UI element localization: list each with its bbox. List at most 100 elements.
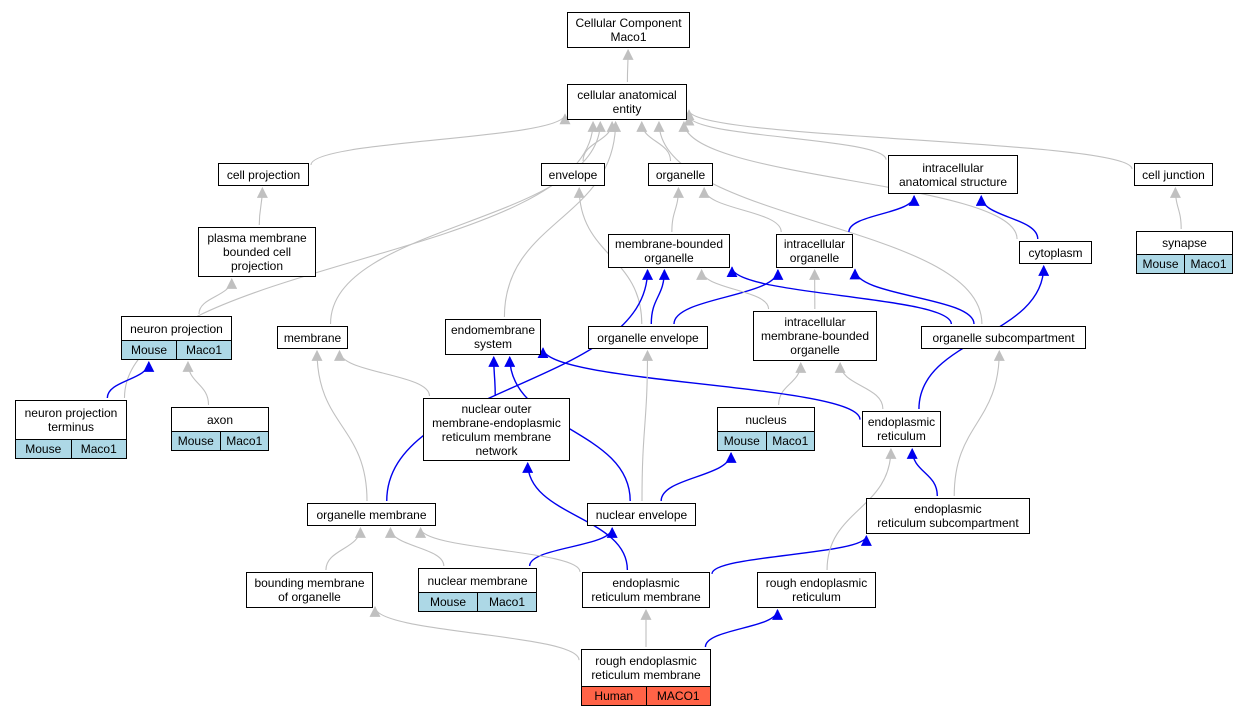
gene-label: Maco1 bbox=[176, 341, 231, 359]
term-label: plasma membrane bounded cell projection bbox=[207, 231, 307, 273]
edge-organelle-envelope-to-mbo bbox=[650, 268, 670, 325]
term-label: cell junction bbox=[1142, 167, 1205, 182]
term-label: neuron projection terminus bbox=[24, 406, 118, 434]
term-node-io[interactable]: intracellular organelle bbox=[776, 234, 853, 268]
edge-er-to-imbo bbox=[834, 361, 884, 410]
term-label: rough endoplasmic reticulum membrane bbox=[591, 654, 701, 682]
term-label: neuron projection bbox=[130, 321, 223, 336]
term-label: organelle bbox=[655, 167, 706, 182]
edge-rough-er-to-er bbox=[826, 447, 897, 571]
term-node-mbo[interactable]: membrane-bounded organelle bbox=[608, 234, 730, 268]
term-label: cellular anatomical entity bbox=[577, 88, 677, 116]
species-label: Mouse bbox=[177, 434, 214, 448]
term-label: organelle envelope bbox=[597, 330, 699, 345]
term-node-cell-junction[interactable]: cell junction bbox=[1134, 163, 1213, 186]
term-node-pmbcp[interactable]: plasma membrane bounded cell projection bbox=[198, 227, 316, 277]
edge-organelle-membrane-to-membrane bbox=[311, 349, 368, 502]
term-node-nuclear-outer[interactable]: nuclear outer membrane-endoplasmic retic… bbox=[423, 398, 570, 461]
edge-rough-er-membrane-to-rough-er bbox=[704, 608, 783, 648]
edge-organelle-to-cae bbox=[636, 120, 672, 162]
edge-ias-to-cae bbox=[683, 114, 887, 160]
gene-label: Maco1 bbox=[765, 432, 815, 450]
edge-membrane-to-cae bbox=[329, 120, 606, 325]
edge-er-membrane-to-nuclear-outer bbox=[522, 461, 629, 571]
edge-endomembrane-to-cae bbox=[503, 120, 622, 318]
term-label: nuclear outer membrane-endoplasmic retic… bbox=[432, 401, 561, 458]
term-label: endoplasmic reticulum membrane bbox=[591, 576, 701, 604]
gene-label: Maco1 bbox=[477, 593, 536, 611]
term-label: nuclear membrane bbox=[427, 573, 528, 588]
term-node-nuclear-envelope[interactable]: nuclear envelope bbox=[587, 503, 696, 526]
term-node-ias[interactable]: intracellular anatomical structure bbox=[888, 155, 1018, 194]
term-node-organelle-subcompartment[interactable]: organelle subcompartment bbox=[921, 326, 1086, 349]
term-label: synapse bbox=[1162, 236, 1207, 250]
species-label: Mouse bbox=[1142, 257, 1179, 271]
edge-organelle-subcompartment-to-cae bbox=[653, 120, 983, 325]
term-node-cae[interactable]: cellular anatomical entity bbox=[567, 84, 687, 120]
edge-pmbcp-to-cell-projection bbox=[256, 186, 268, 226]
edge-io-to-organelle bbox=[698, 186, 782, 233]
term-node-organelle[interactable]: organelle bbox=[648, 163, 713, 186]
term-label: envelope bbox=[548, 167, 598, 182]
edge-er-membrane-to-er-subcompartment bbox=[711, 534, 872, 575]
edge-envelope-to-cae bbox=[582, 120, 618, 162]
edge-er-subcompartment-to-organelle-subcompartment bbox=[953, 349, 1005, 497]
species-label: Human bbox=[594, 689, 634, 703]
term-node-root[interactable]: Cellular Component Maco1 bbox=[567, 12, 690, 48]
species-label: Mouse bbox=[429, 595, 467, 609]
edge-cae-to-root bbox=[622, 48, 634, 83]
term-node-er-membrane[interactable]: endoplasmic reticulum membrane bbox=[582, 572, 710, 608]
term-node-membrane[interactable]: membrane bbox=[277, 326, 348, 349]
edge-cell-junction-to-cae bbox=[683, 109, 1133, 170]
term-label: endoplasmic reticulum subcompartment bbox=[877, 502, 1019, 530]
term-node-organelle-membrane[interactable]: organelle membrane bbox=[307, 503, 436, 526]
annotation-row: Mouse Maco1 bbox=[718, 431, 814, 450]
gene-label: Maco1 bbox=[219, 432, 269, 450]
edge-nuclear-outer-to-membrane bbox=[334, 349, 431, 397]
annotation-row: Human MACO1 bbox=[582, 686, 710, 705]
edge-cytoplasm-to-ias bbox=[975, 194, 1039, 240]
term-label: nucleus bbox=[745, 412, 787, 427]
edge-io-to-ias bbox=[848, 194, 920, 233]
term-label: Cellular Component Maco1 bbox=[575, 16, 682, 44]
term-node-cell-projection[interactable]: cell projection bbox=[218, 163, 309, 186]
species-label: Mouse bbox=[723, 434, 760, 448]
edge-synapse-to-cell-junction bbox=[1169, 186, 1182, 230]
term-node-bmo[interactable]: bounding membrane of organelle bbox=[246, 572, 373, 608]
term-label: nuclear envelope bbox=[595, 507, 688, 522]
term-node-er[interactable]: endoplasmic reticulum bbox=[862, 411, 941, 447]
term-label: intracellular membrane-bounded organelle bbox=[760, 315, 870, 357]
term-node-rough-er[interactable]: rough endoplasmic reticulum bbox=[757, 572, 876, 608]
species-label: Mouse bbox=[25, 442, 62, 456]
edge-nuclear-envelope-to-nucleus bbox=[660, 451, 737, 502]
term-node-er-subcompartment[interactable]: endoplasmic reticulum subcompartment bbox=[866, 498, 1030, 534]
term-label: axon bbox=[206, 412, 234, 427]
edge-er-to-endomembrane bbox=[537, 347, 861, 420]
term-label: endoplasmic reticulum bbox=[867, 415, 936, 443]
annotation-row: Mouse Maco1 bbox=[419, 592, 536, 611]
term-node-envelope[interactable]: envelope bbox=[541, 163, 605, 186]
edge-nuclear-outer-to-endomembrane bbox=[488, 355, 500, 397]
edge-nuclear-envelope-to-organelle-envelope bbox=[641, 349, 654, 502]
edge-neuron-projection-to-pmbcp bbox=[198, 277, 238, 315]
species-label: Mouse bbox=[130, 343, 168, 357]
edge-er-subcompartment-to-er bbox=[906, 447, 939, 497]
term-node-cytoplasm[interactable]: cytoplasm bbox=[1019, 241, 1092, 264]
gene-label: MACO1 bbox=[645, 687, 711, 705]
term-label: cell projection bbox=[226, 167, 301, 182]
term-node-organelle-envelope[interactable]: organelle envelope bbox=[588, 326, 708, 349]
term-node-endomembrane[interactable]: endomembrane system bbox=[445, 319, 541, 355]
edge-nucleus-to-imbo bbox=[778, 361, 807, 406]
edge-cell-projection-to-cae bbox=[310, 113, 571, 166]
term-node-imbo[interactable]: intracellular membrane-bounded organelle bbox=[753, 311, 877, 361]
